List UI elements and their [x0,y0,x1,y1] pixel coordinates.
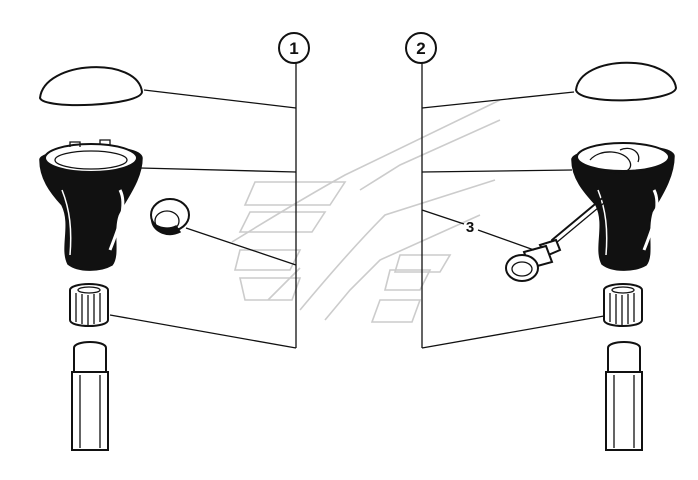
leader-lines-callout-1 [109,62,297,349]
right-knob-rim [576,142,670,172]
left-dome-cap [38,66,144,107]
callout-1: 1 [278,32,310,64]
leader-lines-callout-2 [421,62,605,349]
callout-2-label: 2 [416,39,425,58]
watermark-logo [231,99,501,323]
left-lever-shaft [71,341,109,451]
right-lever-shaft [605,341,643,451]
left-knob-rim [44,143,138,173]
right-dome-cap [574,61,678,102]
left-blanking-plug [150,198,190,236]
callout-1-label: 1 [289,39,298,58]
right-knob-wire-coil [589,147,640,174]
part-3-label: 3 [466,219,474,236]
left-knob-inner [54,150,128,170]
left-knob-highlight [108,189,125,251]
right-switch-with-wire [505,194,611,282]
right-assembly [505,61,678,451]
left-gear-knob [39,146,143,271]
left-assembly [38,66,190,451]
right-bushing [603,283,643,327]
callout-2: 2 [405,32,437,64]
left-bushing [69,283,109,327]
